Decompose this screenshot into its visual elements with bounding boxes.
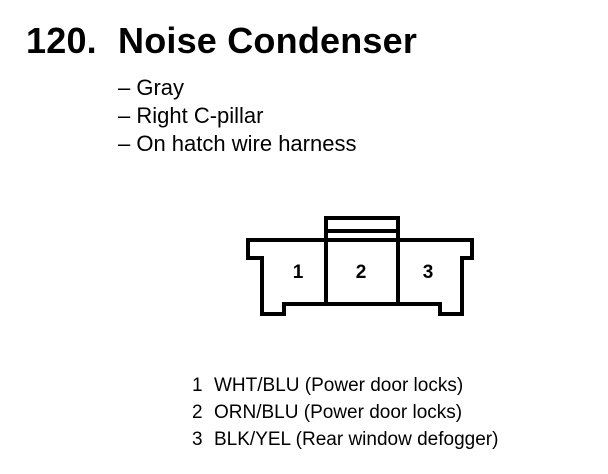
pinout-list: 1 WHT/BLU (Power door locks) 2 ORN/BLU (Po… [192,372,498,453]
pin-number: 3 [192,429,203,450]
connector-face-diagram: 1 2 3 [246,216,474,316]
cavity-label-1: 1 [293,262,304,283]
page-title: 120. Noise Condenser [26,20,417,62]
pin-description: BLK/YEL (Rear window defogger) [214,429,499,450]
pin-number: 2 [192,402,203,423]
pinout-row: 1 WHT/BLU (Power door locks) [192,372,498,399]
pinout-row: 3 BLK/YEL (Rear window defogger) [192,426,498,453]
connector-housing [246,238,474,316]
property-location: – Right C-pillar [118,103,264,128]
component-name: Noise Condenser [118,20,418,61]
cavity-label-3: 3 [423,262,434,283]
pin-description: ORN/BLU (Power door locks) [214,402,463,423]
property-color: – Gray [118,75,185,100]
pin-description: WHT/BLU (Power door locks) [214,375,464,396]
component-properties: – Gray – Right C-pillar – On hatch wire … [118,74,356,158]
property-harness: – On hatch wire harness [118,131,357,156]
pin-number: 1 [192,375,203,396]
component-number: 120. [26,20,97,61]
cavity-label-2: 2 [356,262,367,283]
pinout-row: 2 ORN/BLU (Power door locks) [192,399,498,426]
